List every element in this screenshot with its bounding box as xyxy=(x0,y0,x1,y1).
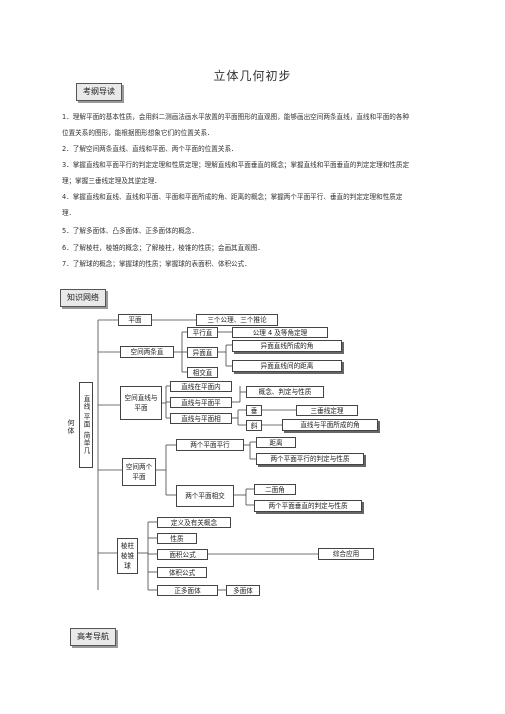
guide-item-4: 4．掌握直线和直线、直线和平面、平面和平面所成的角、距离的概念；掌握两个平面平行… xyxy=(62,193,403,217)
node-lines-in-space: 空间两条直 xyxy=(120,346,174,358)
guide-item-5: 5．了解多面体、凸多面体、正多面体的概念． xyxy=(62,227,199,235)
node-concept-criteria: 概念、判定与性质 xyxy=(246,386,324,398)
guide-item-6: 6．了解棱柱，棱锥的概念；了解棱柱，棱锥的性质；会画其直观图． xyxy=(62,244,265,252)
node-planes-perp-criteria: 两个平面垂直的判定与性质 xyxy=(254,500,362,512)
node-axioms: 三个公理、三个推论 xyxy=(196,314,278,326)
node-regular-polyhedron: 正多面体 xyxy=(157,585,218,596)
node-skew-angle: 异面直线所成的角 xyxy=(232,340,342,352)
node-planes-intersect: 两个平面相交 xyxy=(176,485,234,507)
node-plane: 平面 xyxy=(118,314,152,326)
node-solids: 棱柱 棱锥 球 xyxy=(117,538,138,574)
node-definition: 定义及有关概念 xyxy=(157,517,231,528)
guide-item-3: 3．掌握直线和平面平行的判定定理和性质定理；理解直线和平面垂直的概念；掌握直线和… xyxy=(62,161,410,185)
node-two-planes: 空间两个平面 xyxy=(122,458,156,486)
node-line-plane-parallel: 直线与平面平 xyxy=(170,397,232,408)
node-intersect-lines: 相交直 xyxy=(187,367,218,378)
guide-item-1: 1．理解平面的基本性质，会用斜二测画法画水平放置的平面图形的直观图，能够画出空间… xyxy=(62,113,410,137)
node-perpendicular: 垂 xyxy=(246,405,262,416)
node-properties: 性质 xyxy=(157,533,197,544)
node-skew-lines: 异面直 xyxy=(187,347,218,358)
node-line-in-plane: 直线在平面内 xyxy=(170,381,232,392)
node-dihedral: 二面角 xyxy=(254,484,296,495)
node-axiom4: 公理 4 及等角定理 xyxy=(232,327,328,338)
node-comprehensive: 综合应用 xyxy=(318,548,374,560)
root-label: 何体 xyxy=(67,419,75,435)
guide-item-7: 7．了解球的概念；掌握球的性质；掌握球的表面积、体积公式． xyxy=(62,260,251,268)
node-three-perp: 三垂线定理 xyxy=(296,405,358,416)
node-planes-parallel-criteria: 两个平面平行的判定与性质 xyxy=(256,453,364,465)
page-title: 立体几何初步 xyxy=(213,69,292,83)
node-skew-distance: 异面直线间的距离 xyxy=(232,360,342,372)
node-polyhedron: 多面体 xyxy=(226,585,260,596)
node-line-plane-angle: 直线与平面所成的角 xyxy=(282,419,378,431)
node-oblique: 斜 xyxy=(246,420,262,431)
main-branch-node: 直线 平面 简单几 xyxy=(79,382,93,468)
node-parallel-lines: 平行直 xyxy=(187,327,218,338)
node-volume-formula: 体积公式 xyxy=(157,567,207,578)
node-line-plane: 空间直线与平面 xyxy=(120,386,162,420)
node-planes-parallel: 两个平面平行 xyxy=(176,439,244,451)
node-area-formula: 面积公式 xyxy=(157,549,208,560)
section-gaokao-guide: 高考导航 xyxy=(70,628,116,646)
node-line-plane-intersect: 直线与平面相 xyxy=(170,413,232,424)
node-distance: 距离 xyxy=(256,437,296,448)
section-knowledge-network: 知识网络 xyxy=(60,289,106,307)
section-exam-guide: 考纲导读 xyxy=(76,83,122,101)
guide-item-2: 2．了解空间两条直线、直线和平面、两个平面的位置关系． xyxy=(62,145,238,153)
